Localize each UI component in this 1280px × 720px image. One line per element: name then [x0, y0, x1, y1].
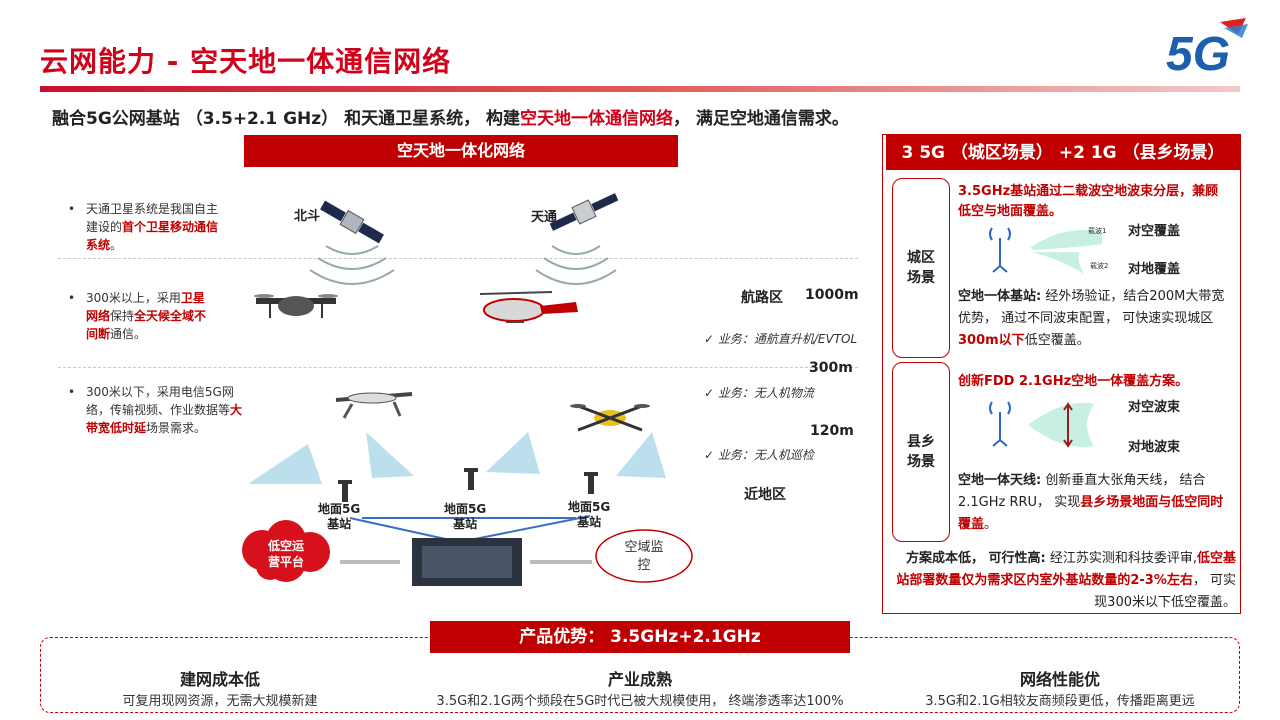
service-helicopter-label: ✓ 业务：通航直升机/EVTOL — [704, 332, 858, 346]
advantages-heading: 产品优势： 3.5GHz+2.1GHz — [430, 621, 850, 653]
bullet-text: 。 — [110, 238, 123, 252]
advantage-title: 建网成本低 — [179, 670, 260, 689]
bullet-text: 300米以下，采用电信5G网络，传输视频、作业数据等 — [86, 385, 234, 417]
bullet-below-300: • 300米以下，采用电信5G网络，传输视频、作业数据等大带宽低时延场景需求。 — [68, 385, 243, 435]
beam-cone-icon — [616, 432, 666, 478]
bullet-satellite: • 天通卫星系统是我国自主建设的首个卫星移动通信系统。 — [68, 202, 219, 252]
urban-beam-graphic — [989, 227, 1102, 274]
bullet-text: 300米以上，采用 — [86, 291, 181, 305]
urban-ground-coverage-label: 对地覆盖 — [1128, 262, 1181, 277]
antenna-tower-icon — [989, 227, 1011, 273]
carrier1-label: 载波1 — [1088, 227, 1107, 235]
altitude-120-label: 120m — [810, 423, 854, 439]
network-diagram — [242, 193, 693, 586]
fixed-wing-drone-icon — [335, 392, 413, 419]
advantage-desc: 3.5G和2.1G两个频段在5G时代已被大规模使用， 终端渗透率达100% — [436, 694, 844, 709]
bullet-above-300: • 300米以上，采用卫星网络保持全天候全域不间断通信。 — [68, 291, 207, 341]
advantage-desc: 3.5G和2.1G相较友商频段更低，传播距离更远 — [925, 694, 1195, 709]
advantage-desc: 可复用现网资源，无需大规模新建 — [122, 694, 318, 709]
bullet-highlight: 首个卫星移动通信系统 — [86, 220, 219, 252]
base-station-label: 地面5G 基站 — [444, 502, 487, 531]
beam-cone-icon — [366, 432, 414, 478]
urban-air-coverage-label: 对空覆盖 — [1128, 224, 1181, 239]
rural-body-text: 。 — [984, 517, 998, 532]
layer-divider-upper — [58, 258, 858, 259]
zone-route-label: 航路区 — [741, 290, 783, 306]
service-logistics-label: ✓ 业务：无人机物流 — [704, 386, 814, 400]
bullet-text: 保持 — [110, 309, 135, 323]
conclusion-body: 经江苏实测和科技委评审, — [1045, 551, 1197, 566]
advantage-title: 网络性能优 — [1019, 670, 1100, 689]
rural-scene-label: 县乡 场景 — [892, 362, 950, 542]
bullet-text: 天通卫星系统是我国自主建设的 — [86, 202, 219, 234]
satellite-tiantong-label: 天通 — [531, 210, 558, 225]
title-rule — [40, 86, 1240, 92]
satellite-beidou-icon — [320, 200, 384, 244]
urban-body-text: 低空覆盖。 — [1024, 333, 1090, 348]
satellite-tiantong-icon — [549, 193, 619, 231]
rural-ground-beam-label: 对地波束 — [1128, 440, 1181, 455]
conclusion-highlight: 低空基站部署数量仅为需求区内室外基站数量的2-3%左右 — [896, 551, 1236, 588]
5g-logo: 5G — [1166, 18, 1248, 76]
beam-cone-icon — [486, 432, 540, 474]
page-title: 云网能力 - 空天地一体通信网络 — [40, 45, 452, 78]
diagram-heading: 空天地一体化网络 — [244, 135, 678, 167]
rural-beam-graphic — [989, 401, 1094, 448]
layer-divider-lower — [58, 367, 858, 368]
rural-body: 空地一体天线: 创新垂直大张角天线， 结合2.1GHz RRU， 实现县乡场景地… — [958, 470, 1230, 536]
platform-label: 低空运 营平台 — [267, 539, 304, 569]
conclusion-bold: 方案成本低， 可行性高: — [905, 551, 1046, 566]
helicopter-icon — [479, 291, 578, 323]
zone-near-ground-label: 近地区 — [744, 487, 786, 503]
rural-body-text: 创新垂直大张角天线， 结合2.1GHz RRU， 实现 — [958, 473, 1206, 510]
altitude-1000-label: 1000m — [805, 287, 859, 303]
monitor-label: 空域监 控 — [624, 540, 664, 573]
scenario-heading: 3 5G （城区场景） +2 1G （县乡场景） — [886, 134, 1240, 170]
advantage-title: 产业成熟 — [607, 670, 672, 689]
beam-cone-icon — [248, 444, 322, 484]
monitor-oval-icon — [595, 529, 693, 583]
base-station-tower-icon — [464, 468, 478, 490]
urban-body-text: 经外场验证，结合200M大带宽优势， 通过不同波束配置， 可快速实现城区 — [958, 289, 1225, 326]
agri-drone-icon — [570, 404, 650, 432]
urban-scene-label: 城区 场景 — [892, 178, 950, 358]
satellite-beidou-signal-icon — [309, 245, 395, 285]
base-station-label: 地面5G 基站 — [568, 500, 611, 529]
bullet-highlight: 大带宽低时延 — [86, 403, 243, 435]
evtol-aircraft-icon — [254, 294, 338, 318]
bullet-highlight: 全天候全域不间断 — [86, 309, 207, 341]
satellite-beidou-label: 北斗 — [294, 209, 321, 224]
carrier2-label: 载波2 — [1090, 262, 1109, 270]
base-station-tower-icon — [338, 480, 352, 502]
intro-text: 融合5G公网基站 （3.5+2.1 GHz） 和天通卫星系统， 构建空天地一体通… — [52, 104, 849, 129]
bullet-highlight: 卫星网络 — [86, 291, 205, 323]
conclusion-text: 方案成本低， 可行性高: 经江苏实测和科技委评审,低空基站部署数量仅为需求区内室… — [896, 548, 1236, 614]
conclusion-body: ， 可实现300米以下低空覆盖。 — [1094, 573, 1236, 610]
link-line — [469, 515, 591, 541]
antenna-tower-icon — [989, 401, 1011, 447]
service-inspection-label: ✓ 业务：无人机巡检 — [704, 448, 814, 462]
rural-body-bold: 空地一体天线: — [958, 473, 1042, 488]
urban-body-bold: 空地一体基站: — [958, 289, 1042, 304]
bullet-text: 场景需求。 — [146, 421, 207, 435]
svg-text:5G: 5G — [1166, 28, 1230, 76]
platform-cloud-icon — [242, 520, 330, 582]
urban-headline: 3.5GHz基站通过二载波空地波束分层，兼顾低空与地面覆盖。 — [958, 184, 1219, 219]
base-station-tower-icon — [584, 472, 598, 494]
intro-part1: 融合5G公网基站 （3.5+2.1 GHz） 和天通卫星系统， 构建 — [52, 109, 521, 129]
urban-body-highlight: 300m以下 — [958, 333, 1025, 348]
altitude-300-label: 300m — [809, 360, 853, 376]
link-line — [349, 517, 451, 541]
satellite-tiantong-signal-icon — [535, 245, 617, 285]
intro-part2: ， 满足空地通信需求。 — [673, 109, 849, 129]
intro-highlight: 空天地一体通信网络 — [520, 109, 674, 129]
rural-headline: 创新FDD 2.1GHz空地一体覆盖方案。 — [958, 374, 1189, 389]
rural-air-beam-label: 对空波束 — [1128, 400, 1181, 415]
base-station-label: 地面5G 基站 — [318, 502, 361, 531]
rural-body-highlight: 县乡场景地面与低空同时覆盖 — [958, 495, 1224, 532]
urban-body: 空地一体基站: 经外场验证，结合200M大带宽优势， 通过不同波束配置， 可快速… — [958, 286, 1230, 352]
bullet-text: 通信。 — [110, 327, 147, 341]
